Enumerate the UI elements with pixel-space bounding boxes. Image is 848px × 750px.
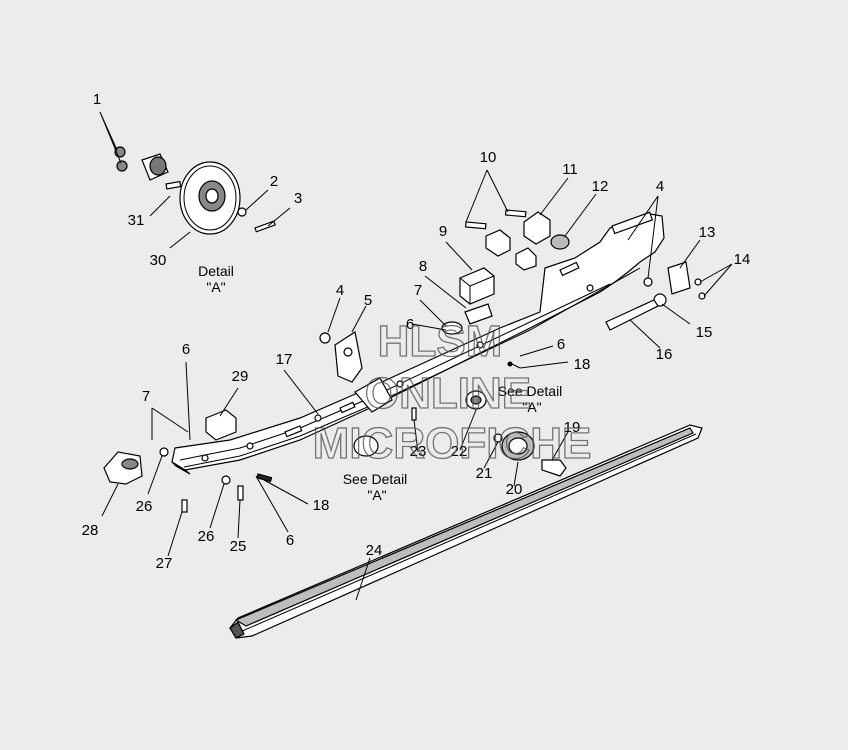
callout-15: 15	[696, 324, 713, 341]
callout-6: 6	[286, 532, 294, 549]
bracket-part-13	[667, 261, 691, 295]
washer-part-6	[441, 321, 463, 335]
callout-22: 22	[451, 443, 468, 460]
callout-16: 16	[656, 346, 673, 363]
callout-28: 28	[82, 522, 99, 539]
see-detail-2-line1: See Detail	[343, 471, 408, 487]
callout-8: 8	[419, 258, 427, 275]
callout-1: 1	[93, 91, 101, 108]
callout-4: 4	[336, 282, 344, 299]
callout-12: 12	[592, 178, 609, 195]
ski	[229, 424, 703, 639]
callout-24: 24	[366, 542, 383, 559]
callout-6: 6	[557, 336, 565, 353]
callout-20: 20	[506, 481, 523, 498]
see-detail-1-line2: "A"	[522, 399, 541, 415]
callout-11: 11	[562, 161, 578, 178]
see-detail-caption-1: See Detail "A"	[498, 383, 563, 415]
block-part-8	[464, 303, 493, 325]
see-detail-caption-2: See Detail "A"	[343, 471, 408, 503]
watermark: HLSM ONLINE MICROFICHE	[312, 316, 592, 468]
callout-31: 31	[128, 212, 145, 229]
watermark-line-2: ONLINE	[365, 369, 531, 418]
callout-14: 14	[734, 251, 751, 268]
detail-a-caption: Detail "A"	[198, 263, 234, 295]
detail-a-line2: "A"	[206, 279, 225, 295]
block-part-29	[205, 409, 237, 441]
callout-26: 26	[136, 498, 153, 515]
bracket-rear	[354, 377, 393, 413]
bracket-part-5	[334, 331, 363, 383]
callout-7: 7	[142, 388, 150, 405]
leader-lines	[99, 111, 733, 601]
callout-13: 13	[699, 224, 716, 241]
see-detail-1-line1: See Detail	[498, 383, 563, 399]
watermark-line-1: HLSM	[378, 317, 503, 366]
callout-3: 3	[294, 190, 302, 207]
callout-2: 2	[270, 173, 278, 190]
callout-5: 5	[364, 292, 372, 309]
callout-19: 19	[564, 419, 581, 436]
watermark-line-3: MICROFICHE	[313, 419, 592, 468]
detail-a-line1: Detail	[198, 263, 234, 279]
callout-9: 9	[439, 223, 447, 240]
wheel-assembly	[114, 146, 276, 235]
callout-27: 27	[156, 555, 173, 572]
callout-4: 4	[656, 178, 664, 195]
callout-18: 18	[313, 497, 330, 514]
callout-25: 25	[230, 538, 247, 555]
bushing-part-11	[523, 211, 551, 245]
callout-10: 10	[480, 149, 497, 166]
axle-part-16	[605, 299, 659, 331]
callout-21: 21	[476, 465, 493, 482]
see-detail-2-line2: "A"	[367, 487, 386, 503]
ski-tip-part-28	[103, 451, 143, 485]
callout-17: 17	[276, 351, 293, 368]
callout-30: 30	[150, 252, 167, 269]
block-part-9	[459, 267, 495, 305]
callout-18: 18	[574, 356, 591, 373]
callout-6: 6	[182, 341, 190, 358]
callout-26: 26	[198, 528, 215, 545]
callout-6: 6	[406, 316, 414, 333]
callout-23: 23	[410, 443, 427, 460]
callout-7: 7	[414, 282, 422, 299]
callout-labels: 1 2 3 31 30 10 11 12 4 9 8 7 6 4 5 13 14…	[82, 91, 751, 572]
callout-29: 29	[232, 368, 249, 385]
